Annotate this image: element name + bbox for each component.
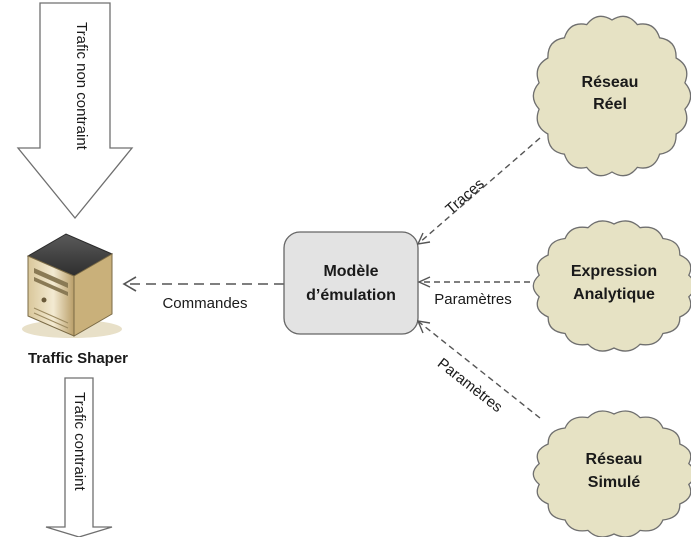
- uncontrained-traffic-label: Trafic non contraint: [73, 22, 90, 151]
- constrained-traffic-arrow: Trafic contraint: [45, 377, 113, 537]
- cloud-real-network: Réseau Réel: [532, 15, 691, 177]
- emulation-model-line1: Modèle: [323, 263, 378, 280]
- cloud-simulated-network: Réseau Simulé: [532, 410, 691, 537]
- emulation-model-line2: d’émulation: [306, 287, 396, 304]
- emulation-model-box: Modèle d’émulation: [283, 231, 419, 335]
- simulated-parameters-arrow: [416, 320, 541, 419]
- real-network-line2: Réel: [593, 96, 627, 113]
- uncontrained-traffic-arrow: Trafic non contraint: [16, 2, 134, 220]
- analytic-parameters-label: Paramètres: [434, 291, 512, 308]
- simulated-parameters-label: Paramètres: [434, 355, 506, 416]
- constrained-traffic-label: Trafic contraint: [71, 392, 88, 491]
- commands-label: Commandes: [162, 295, 247, 312]
- real-network-line1: Réseau: [582, 74, 639, 91]
- analytic-expression-line2: Analytique: [573, 286, 655, 303]
- analytic-expression-line1: Expression: [571, 263, 657, 280]
- traces-arrow: [416, 137, 541, 245]
- traces-label: Traces: [442, 175, 487, 218]
- simulated-network-line2: Simulé: [588, 474, 641, 491]
- traffic-shaper-label: Traffic Shaper: [28, 350, 128, 367]
- cloud-analytic-expression: Expression Analytique: [532, 220, 691, 352]
- analytic-parameters-arrow: [417, 276, 530, 288]
- commands-arrow: [122, 276, 284, 292]
- simulated-network-line1: Réseau: [586, 451, 643, 468]
- server-icon: [22, 233, 122, 338]
